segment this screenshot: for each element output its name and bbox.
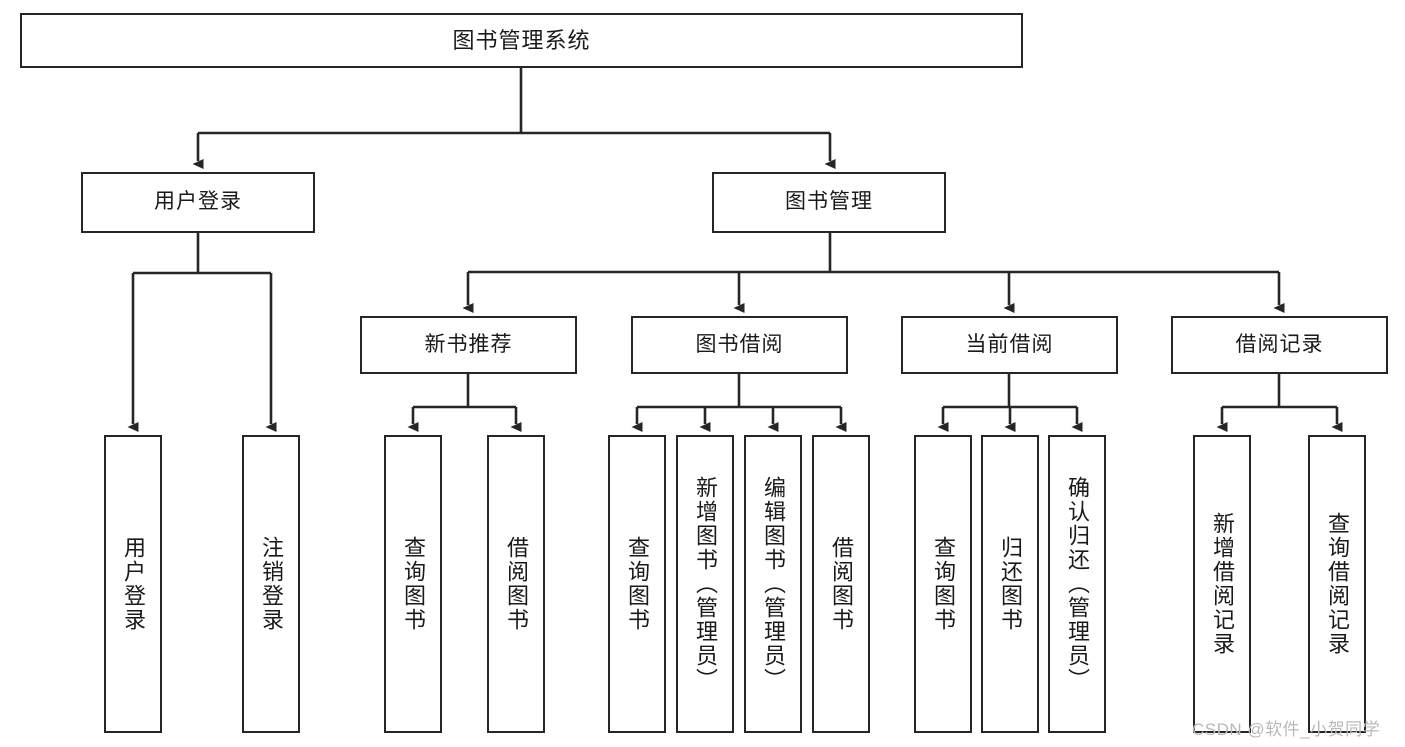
node-user-login[interactable]: 用户登录 — [81, 172, 315, 233]
node-label: 查询图书 — [400, 536, 426, 632]
node-label: 借阅图书 — [503, 536, 529, 632]
leaf-recommend-borrow-book[interactable]: 借阅图书 — [487, 435, 545, 733]
node-label: 用户登录 — [120, 536, 146, 632]
node-label: 图书管理 — [785, 190, 873, 214]
node-book-borrow[interactable]: 图书借阅 — [631, 316, 848, 374]
leaf-borrow-add-book-admin[interactable]: 新增图书（管理员） — [676, 435, 734, 733]
node-label: 借阅记录 — [1235, 332, 1324, 356]
node-label: 注销登录 — [258, 536, 284, 632]
node-label: 图书借阅 — [695, 332, 784, 356]
csdn-watermark: CSDN @软件_小贺同学 — [1192, 720, 1381, 739]
leaf-recommend-query-book[interactable]: 查询图书 — [384, 435, 442, 733]
leaf-borrow-query-book[interactable]: 查询图书 — [608, 435, 666, 733]
leaf-user-login-logout[interactable]: 注销登录 — [242, 435, 300, 733]
node-borrow-record[interactable]: 借阅记录 — [1171, 316, 1388, 374]
node-book-management[interactable]: 图书管理 — [712, 172, 946, 233]
leaf-current-query-book[interactable]: 查询图书 — [914, 435, 972, 733]
node-current-borrow[interactable]: 当前借阅 — [901, 316, 1118, 374]
leaf-borrow-borrow-book[interactable]: 借阅图书 — [812, 435, 870, 733]
node-label: 查询借阅记录 — [1324, 512, 1350, 656]
node-label: 借阅图书 — [828, 536, 854, 632]
leaf-record-query-record[interactable]: 查询借阅记录 — [1308, 435, 1366, 733]
node-label: 确认归还（管理员） — [1064, 476, 1090, 692]
node-label: 编辑图书（管理员） — [760, 476, 786, 692]
node-label: 用户登录 — [154, 190, 242, 214]
node-label: 查询图书 — [624, 536, 650, 632]
node-label: 当前借阅 — [965, 332, 1054, 356]
leaf-user-login-login[interactable]: 用户登录 — [104, 435, 162, 733]
leaf-current-confirm-return-admin[interactable]: 确认归还（管理员） — [1048, 435, 1106, 733]
node-label: 新增图书（管理员） — [692, 476, 718, 692]
node-label: 新增借阅记录 — [1209, 512, 1235, 656]
node-label: 图书管理系统 — [452, 27, 591, 53]
node-new-book-recommend[interactable]: 新书推荐 — [360, 316, 577, 374]
node-root-system[interactable]: 图书管理系统 — [20, 13, 1023, 68]
node-label: 查询图书 — [930, 536, 956, 632]
leaf-record-add-record[interactable]: 新增借阅记录 — [1193, 435, 1251, 733]
node-label: 新书推荐 — [424, 332, 513, 356]
leaf-current-return-book[interactable]: 归还图书 — [981, 435, 1039, 733]
leaf-borrow-edit-book-admin[interactable]: 编辑图书（管理员） — [744, 435, 802, 733]
node-label: 归还图书 — [997, 536, 1023, 632]
